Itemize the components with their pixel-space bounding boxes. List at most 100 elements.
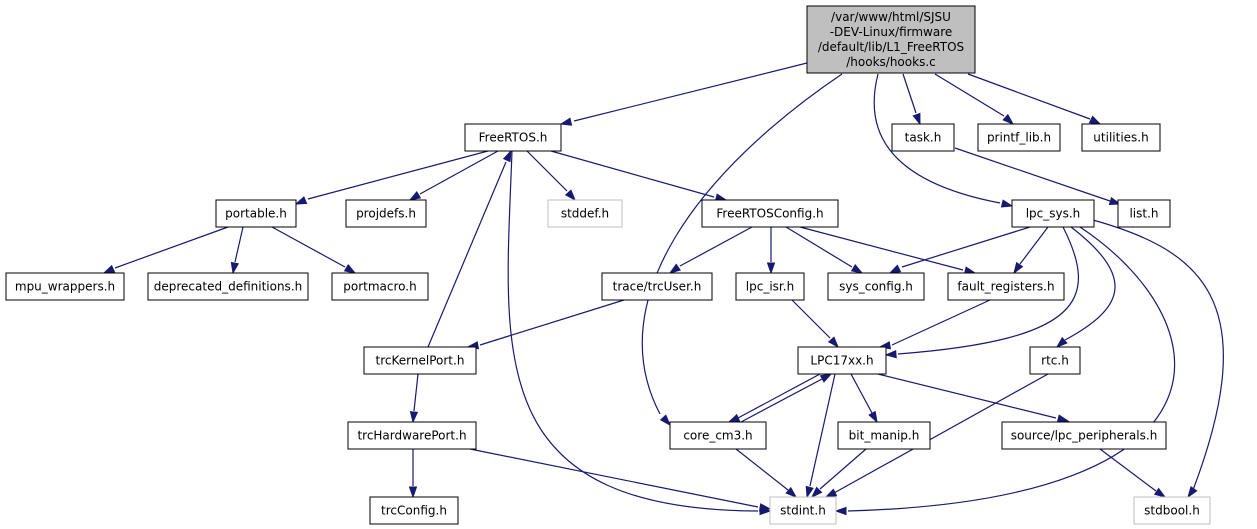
edge-hooks_c-to-core_cm3_h [641,73,843,427]
edge-line [791,299,831,339]
node-box [5,272,125,301]
node-portable-h[interactable]: portable.h [215,199,297,228]
edge-freertos_h-to-stddef_h [526,150,577,202]
edge-line [967,73,1091,120]
arrowhead-icon [727,413,741,423]
node-box [891,123,955,152]
edge-lpc17xx_h-to-core_cm3_h [727,373,821,423]
arrowhead-icon [343,263,357,274]
edge-line [833,373,1049,494]
node-box [947,272,1065,301]
arrowhead-icon [888,264,902,274]
node-label: -DEV-Linux/firmware [830,25,953,39]
edge-line [679,226,753,267]
node-label: sys_config.h [839,280,913,294]
node-projdefs-h[interactable]: projdefs.h [345,199,427,228]
node-box [147,272,309,301]
arrowhead-icon [827,336,840,349]
node-rtc-h[interactable]: rtc.h [1029,346,1081,375]
edge-line [427,161,507,348]
node-trcuser-h[interactable]: trace/trcUser.h [601,272,713,301]
edge-freertosconfig_h-to-lpc_isr_h [766,227,776,275]
node-label: trace/trcUser.h [613,280,702,294]
edge-trcuser_h-to-trckernelport_h [466,299,625,350]
arrowhead-icon [758,503,772,512]
node-box [1029,346,1081,375]
edge-lpc_sys_h-to-rtc_h [1055,226,1116,348]
node-task-h[interactable]: task.h [891,123,955,152]
node-label: projdefs.h [356,207,416,221]
node-mpu-wrappers-h[interactable]: mpu_wrappers.h [5,272,125,301]
edge-hooks_c-to-lpc_sys_h [873,73,1014,208]
node-label: utilities.h [1093,131,1148,145]
edge-line [479,299,625,346]
arrowhead-icon [785,486,798,498]
node-lpc-peripherals-h[interactable]: source/lpc_peripherals.h [1001,421,1167,450]
node-stdbool-h[interactable]: stdbool.h [1133,496,1211,525]
edge-line [1064,226,1116,341]
edge-line [507,150,759,512]
node-trchardwareport-h[interactable]: trcHardwarePort.h [347,421,477,450]
node-label: rtc.h [1041,354,1069,368]
edge-line [809,373,836,487]
edge-core_cm3_h-to-lpc17xx_h [740,373,833,423]
node-label: stdint.h [780,504,826,518]
node-deprecated-definitions-h[interactable]: deprecated_definitions.h [147,272,309,301]
node-label: lpc_isr.h [746,280,794,294]
edge-line [785,226,853,268]
arrowhead-icon [1108,196,1122,206]
node-lpc-isr-h[interactable]: lpc_isr.h [735,272,805,301]
node-hooks-c[interactable]: /var/www/html/SJSU-DEV-Linux/firmware/de… [806,5,976,74]
edge-core_cm3_h-to-stdint_h [735,448,798,498]
edge-portable_h-to-deprecated_definitions_h [230,226,244,275]
edge-line [954,147,1111,202]
arrowhead-icon [1153,487,1167,498]
node-box [806,5,976,74]
node-trckernelport-h[interactable]: trcKernelPort.h [363,346,477,375]
arrowhead-icon [668,263,682,274]
node-freertos-h[interactable]: FreeRTOS.h [464,123,562,152]
node-lpc17xx-h[interactable]: LPC17xx.h [797,346,887,375]
node-fault-registers-h[interactable]: fault_registers.h [947,272,1065,301]
node-printf-lib-h[interactable]: printf_lib.h [977,123,1061,152]
edge-trckernelport_h-to-trchardwareport_h [409,373,419,424]
node-sys-config-h[interactable]: sys_config.h [827,272,925,301]
edge-line [902,73,917,114]
edge-freertosconfig_h-to-sys_config_h [785,226,864,274]
edge-line [573,62,808,122]
edge-lpc17xx_h-to-lpc_peripherals_h [877,373,1070,423]
node-label: FreeRTOS.h [479,131,548,145]
node-label: bit_manip.h [849,429,920,443]
edge-task_h-to-list_h [954,147,1122,206]
edge-line [550,150,715,198]
node-core-cm3-h[interactable]: core_cm3.h [669,421,767,450]
edge-hooks_c-to-utilities_h [967,73,1102,125]
edge-line [891,299,991,346]
node-freertosconfig-h[interactable]: FreeRTOSConfig.h [701,199,839,228]
edge-line [1019,226,1049,265]
node-trcconfig-h[interactable]: trcConfig.h [369,496,459,525]
node-portmacro-h[interactable]: portmacro.h [331,272,429,301]
edge-trckernelport_h-to-freertos_h [427,149,512,348]
edge-line [526,150,568,192]
node-label: /var/www/html/SJSU [831,10,951,24]
edge-lpc_sys_h-to-stdint_h [834,226,1176,516]
edge-hooks_c-to-freertos_h [559,62,808,126]
node-utilities-h[interactable]: utilities.h [1081,123,1161,152]
edge-lpc_sys_h-to-sys_config_h [888,226,1031,274]
node-label: trcConfig.h [381,504,447,518]
node-box [1081,123,1161,152]
edge-lpc17xx_h-to-stdint_h [805,373,836,499]
edge-lpc_sys_h-to-fault_registers_h [1013,226,1049,275]
node-box [1011,199,1095,228]
node-bit-manip-h[interactable]: bit_manip.h [837,421,931,450]
node-list-h[interactable]: list.h [1117,199,1171,228]
node-lpc-sys-h[interactable]: lpc_sys.h [1011,199,1095,228]
edge-line [307,150,489,200]
file-nodes: /var/www/html/SJSU-DEV-Linux/firmware/de… [5,5,1211,525]
node-label: trcHardwarePort.h [357,429,466,443]
node-stddef-h[interactable]: stddef.h [547,199,623,228]
node-stdint-h[interactable]: stdint.h [769,496,837,525]
node-label: deprecated_definitions.h [154,280,302,294]
arrowhead-icon [559,117,573,126]
